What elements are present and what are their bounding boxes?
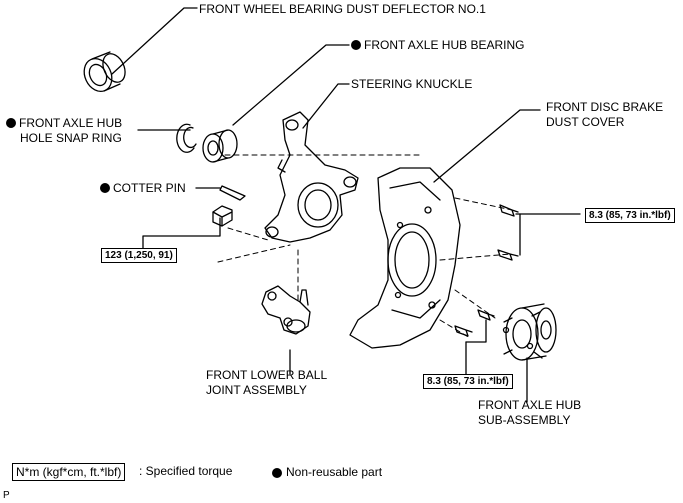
- snap-ring-part: [176, 123, 197, 153]
- label-hub-bearing: FRONT AXLE HUB BEARING: [351, 38, 524, 53]
- legend-torque-unit-box: N*m (kgf*cm, ft.*lbf): [12, 463, 126, 481]
- label-snap-ring-line1: FRONT AXLE HUB: [19, 116, 123, 130]
- torque-lower-bolts-box: 8.3 (85, 73 in.*lbf): [423, 374, 513, 389]
- dust-cover-part: [349, 167, 461, 349]
- label-hub-bearing-text: FRONT AXLE HUB BEARING: [364, 38, 525, 52]
- legend-torque-text: : Specified torque: [139, 464, 233, 478]
- label-hub-assembly-line2: SUB-ASSEMBLY: [478, 413, 571, 427]
- alignment-lines: [217, 154, 513, 339]
- label-dust-cover-line1: FRONT DISC BRAKE: [546, 100, 664, 114]
- legend-nonreusable-text: Non-reusable part: [286, 465, 383, 479]
- label-snap-ring-line2: HOLE SNAP RING: [20, 131, 122, 145]
- label-ball-joint-line2: JOINT ASSEMBLY: [206, 383, 307, 397]
- label-steering-knuckle: STEERING KNUCKLE: [351, 77, 473, 91]
- legend-dot-icon: [272, 468, 282, 478]
- label-dust-cover-line2: DUST COVER: [546, 115, 625, 129]
- ball-joint-part: [261, 285, 311, 335]
- label-snap-ring: FRONT AXLE HUB: [6, 116, 122, 131]
- dust-cover-bolts: [454, 204, 519, 337]
- torque-nut-box: 123 (1,250, 91): [101, 248, 177, 263]
- label-cotter-pin: COTTER PIN: [100, 181, 186, 196]
- corner-mark: P: [3, 490, 10, 501]
- hub-assembly-part: [502, 303, 557, 361]
- torque-dust-cover-box: 8.3 (85, 73 in.*lbf): [585, 208, 675, 223]
- steering-knuckle-part: [264, 111, 359, 243]
- cotter-pin-part: [219, 185, 246, 201]
- label-cotter-pin-text: COTTER PIN: [113, 181, 186, 195]
- hub-bearing-part: [202, 129, 238, 163]
- dust-deflector-part: [83, 51, 126, 93]
- leader-lines: [111, 7, 581, 403]
- castle-nut-part: [212, 205, 233, 227]
- label-ball-joint-line1: FRONT LOWER BALL: [206, 368, 328, 382]
- label-hub-assembly-line1: FRONT AXLE HUB: [478, 398, 582, 412]
- label-dust-deflector: FRONT WHEEL BEARING DUST DEFLECTOR NO.1: [199, 2, 486, 16]
